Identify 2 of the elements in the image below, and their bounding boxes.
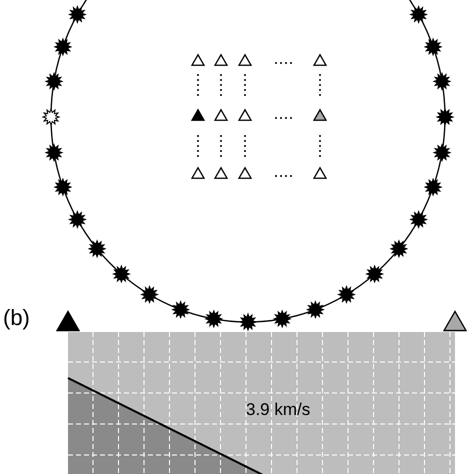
panel-label: (b) bbox=[3, 305, 30, 331]
velocity-label: 3.9 km/s bbox=[246, 400, 310, 420]
